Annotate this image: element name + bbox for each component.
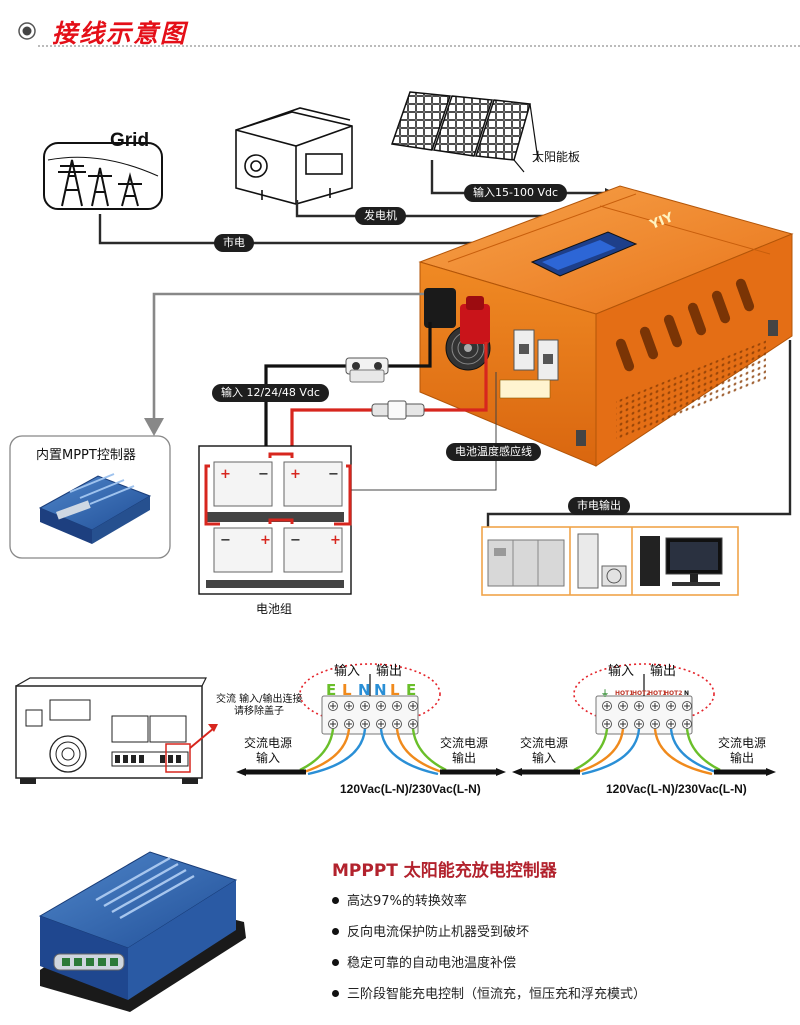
left-ac-input-line1: 交流电源 bbox=[244, 736, 293, 750]
right-output-label: 输出 bbox=[650, 664, 677, 679]
switchgear-cabinet-icon bbox=[487, 539, 565, 587]
svg-text:−: − bbox=[290, 533, 301, 548]
solar-panel-label: 太阳能板 bbox=[532, 150, 581, 164]
utility-badge: 市电 bbox=[214, 234, 254, 252]
cover-note-line2: 请移除盖子 bbox=[234, 706, 284, 717]
terminal-block-left bbox=[321, 695, 419, 735]
product-title: MPPPT 太阳能充放电控制器 bbox=[332, 861, 557, 881]
grid-caption: Grid bbox=[110, 130, 150, 151]
right-terminal-neutral: N bbox=[684, 690, 690, 697]
right-ac-output-line1: 交流电源 bbox=[718, 736, 767, 750]
inverter-back-panel bbox=[15, 677, 207, 784]
left-terminal-labels: E L N N L E bbox=[326, 681, 422, 699]
bullet-icon bbox=[332, 897, 339, 904]
feature-text: 高达97%的转换效率 bbox=[347, 894, 467, 909]
right-terminal-hot1-in: HOT1 bbox=[615, 690, 634, 697]
right-terminal-hot2-out: HOT2 bbox=[664, 690, 683, 697]
right-ac-input-label: 交流电源 输入 bbox=[520, 736, 568, 766]
feature-item: 稳定可靠的自动电池温度补偿 bbox=[332, 955, 646, 986]
left-voltage-spec: 120Vac(L-N)/230Vac(L-N) bbox=[340, 782, 481, 796]
feature-text: 反向电流保护防止机器受到破坏 bbox=[347, 925, 530, 940]
left-input-label: 输入 bbox=[334, 664, 361, 679]
feature-list: 高达97%的转换效率 反向电流保护防止机器受到破坏 稳定可靠的自动电池温度补偿 … bbox=[332, 893, 646, 1017]
terminal-L-in: L bbox=[342, 681, 352, 699]
left-ac-output-line1: 交流电源 bbox=[440, 736, 489, 750]
feature-item: 高达97%的转换效率 bbox=[332, 893, 646, 924]
feature-item: 三阶段智能充电控制（恒流充，恒压充和浮充模式） bbox=[332, 986, 646, 1017]
feature-text: 稳定可靠的自动电池温度补偿 bbox=[347, 956, 517, 971]
right-terminal-ground-icon: ⏚ bbox=[601, 689, 609, 698]
left-ac-input-line2: 输入 bbox=[256, 751, 281, 765]
terminal-E-in: E bbox=[326, 681, 337, 699]
header-bullet-icon bbox=[18, 22, 36, 40]
mppt-box-label: 内置MPPT控制器 bbox=[36, 448, 136, 463]
battery-bank-label: 电池组 bbox=[256, 602, 293, 616]
left-ac-output-line2: 输出 bbox=[452, 751, 477, 765]
bullet-icon bbox=[332, 990, 339, 997]
feature-item: 反向电流保护防止机器受到破坏 bbox=[332, 924, 646, 955]
left-ac-output-label: 交流电源 输出 bbox=[440, 736, 488, 766]
mppt-controller-icon bbox=[38, 473, 152, 544]
pv-input-badge: 输入15-100 Vdc bbox=[464, 184, 568, 202]
terminal-N-out: N bbox=[374, 681, 387, 699]
svg-text:+: + bbox=[260, 533, 271, 548]
battery-input-badge: 输入 12/24/48 Vdc bbox=[212, 384, 329, 402]
left-ac-input-label: 交流电源 输入 bbox=[244, 736, 292, 766]
right-ac-output-label: 交流电源 输出 bbox=[718, 736, 766, 766]
svg-text:−: − bbox=[258, 467, 269, 482]
inverter-unit bbox=[418, 185, 794, 467]
bullet-icon bbox=[332, 959, 339, 966]
grid-pylons-icon bbox=[43, 142, 163, 210]
desktop-computer-icon bbox=[640, 536, 723, 586]
solar-panel-icon bbox=[390, 91, 539, 173]
cover-note: 交流 输入/输出连接 请移除盖子 bbox=[216, 694, 303, 718]
right-ac-output-line2: 输出 bbox=[730, 751, 755, 765]
svg-text:−: − bbox=[220, 533, 231, 548]
battery-fuse-icon bbox=[345, 357, 389, 383]
right-terminal-hot2-in: HOT2 bbox=[632, 690, 651, 697]
generator-badge: 发电机 bbox=[355, 207, 406, 225]
inline-fuse-icon bbox=[371, 400, 425, 420]
generator-icon bbox=[235, 107, 353, 205]
svg-text:+: + bbox=[220, 467, 231, 482]
right-input-label: 输入 bbox=[608, 664, 635, 679]
right-ac-input-line1: 交流电源 bbox=[520, 736, 569, 750]
right-terminal-hot1-out: HOT1 bbox=[648, 690, 667, 697]
mppt-product-image bbox=[38, 851, 246, 1012]
left-output-label: 输出 bbox=[376, 664, 403, 679]
svg-text:−: − bbox=[328, 467, 339, 482]
bullet-icon bbox=[332, 928, 339, 935]
terminal-E-out: E bbox=[406, 681, 417, 699]
svg-text:+: + bbox=[290, 467, 301, 482]
terminal-block-right bbox=[595, 695, 693, 735]
svg-text:+: + bbox=[330, 533, 341, 548]
temp-sensor-badge: 电池温度感应线 bbox=[446, 443, 541, 461]
cover-note-line1: 交流 输入/输出连接 bbox=[216, 694, 303, 705]
utility-output-badge: 市电输出 bbox=[568, 497, 630, 515]
air-conditioner-icon bbox=[577, 533, 627, 589]
right-voltage-spec: 120Vac(L-N)/230Vac(L-N) bbox=[606, 782, 747, 796]
feature-text: 三阶段智能充电控制（恒流充，恒压充和浮充模式） bbox=[347, 987, 647, 1002]
right-ac-input-line2: 输入 bbox=[532, 751, 557, 765]
terminal-L-out: L bbox=[390, 681, 400, 699]
battery-bank: + + + + − − − − bbox=[198, 445, 352, 595]
terminal-N-in: N bbox=[358, 681, 371, 699]
page-title: 接线示意图 bbox=[52, 19, 188, 48]
